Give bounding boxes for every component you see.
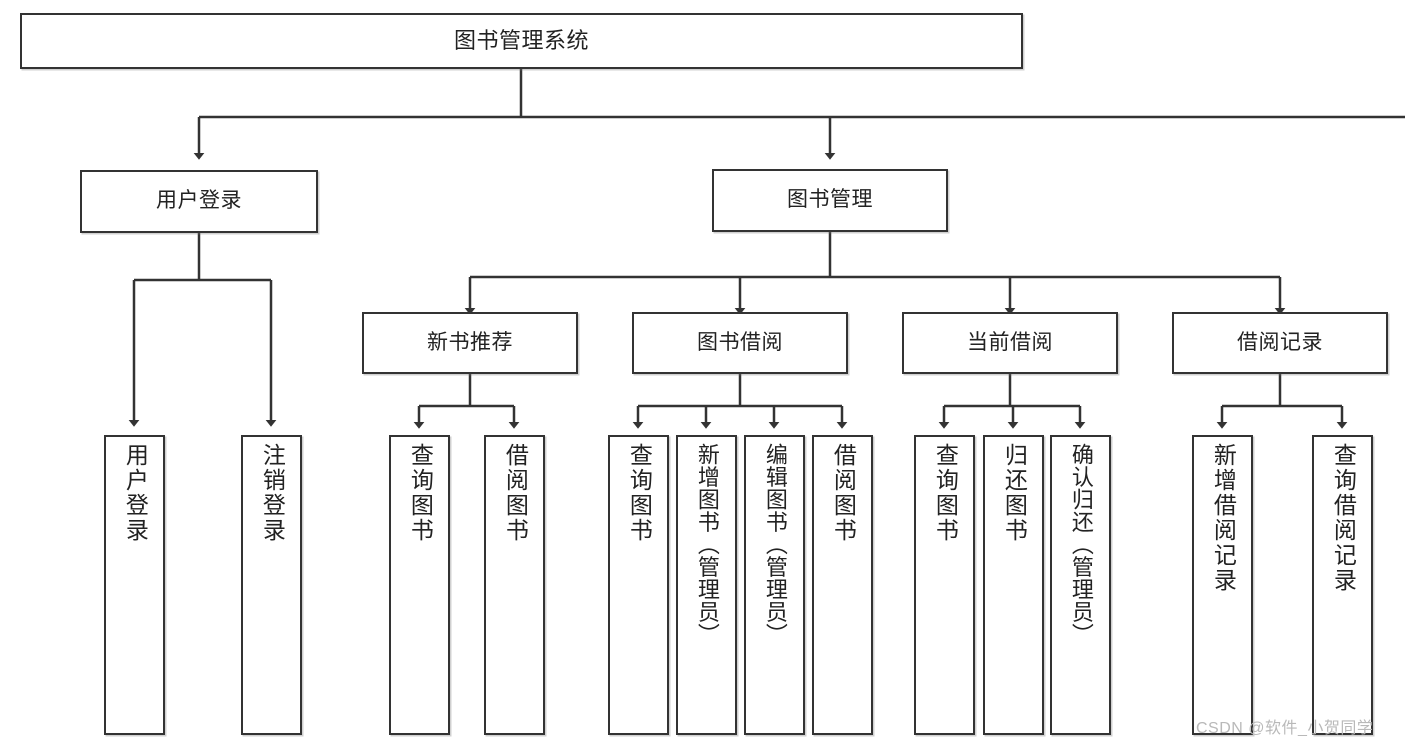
node-leaf-query-book-2[interactable]: 查询图书: [608, 435, 669, 735]
node-book-manage[interactable]: 图书管理: [712, 169, 948, 232]
node-leaf-query-borrow-record[interactable]: 查询借阅记录: [1312, 435, 1373, 735]
node-current-borrow[interactable]: 当前借阅: [902, 312, 1118, 374]
node-leaf-add-borrow-record[interactable]: 新增借阅记录: [1192, 435, 1253, 735]
node-root[interactable]: 图书管理系统: [20, 13, 1023, 69]
node-leaf-query-book-1[interactable]: 查询图书: [389, 435, 450, 735]
watermark: CSDN @软件_小贺同学: [1196, 720, 1374, 737]
node-leaf-return-book-label: 归还图书: [1001, 443, 1028, 543]
node-leaf-logout-login[interactable]: 注销登录: [241, 435, 302, 735]
node-leaf-add-borrow-record-label: 新增借阅记录: [1210, 443, 1237, 593]
node-leaf-borrow-book-2-label: 借阅图书: [830, 443, 857, 543]
node-user-login-label: 用户登录: [156, 189, 242, 213]
node-leaf-edit-book-admin-label: 编辑图书（管理员）: [762, 443, 788, 646]
node-leaf-query-book-3-label: 查询图书: [932, 443, 959, 543]
node-book-manage-label: 图书管理: [787, 188, 873, 212]
node-leaf-borrow-book-1-label: 借阅图书: [502, 443, 529, 543]
node-new-book-recommend-label: 新书推荐: [427, 330, 513, 354]
node-leaf-add-book-admin[interactable]: 新增图书（管理员）: [676, 435, 737, 735]
node-leaf-query-borrow-record-label: 查询借阅记录: [1330, 443, 1357, 593]
node-leaf-query-book-1-label: 查询图书: [407, 443, 434, 543]
node-leaf-user-login[interactable]: 用户登录: [104, 435, 165, 735]
node-new-book-recommend[interactable]: 新书推荐: [362, 312, 578, 374]
node-leaf-logout-login-label: 注销登录: [259, 443, 286, 543]
node-user-login[interactable]: 用户登录: [80, 170, 318, 233]
node-leaf-edit-book-admin[interactable]: 编辑图书（管理员）: [744, 435, 805, 735]
node-borrow-record[interactable]: 借阅记录: [1172, 312, 1388, 374]
node-leaf-confirm-return-admin[interactable]: 确认归还（管理员）: [1050, 435, 1111, 735]
node-root-label: 图书管理系统: [453, 28, 589, 54]
node-leaf-add-book-admin-label: 新增图书（管理员）: [694, 443, 720, 646]
node-leaf-borrow-book-1[interactable]: 借阅图书: [484, 435, 545, 735]
node-leaf-query-book-3[interactable]: 查询图书: [914, 435, 975, 735]
node-borrow-record-label: 借阅记录: [1237, 330, 1323, 354]
node-leaf-return-book[interactable]: 归还图书: [983, 435, 1044, 735]
node-leaf-user-login-label: 用户登录: [122, 443, 149, 543]
node-current-borrow-label: 当前借阅: [967, 330, 1053, 354]
node-leaf-query-book-2-label: 查询图书: [626, 443, 653, 543]
node-book-borrow[interactable]: 图书借阅: [632, 312, 848, 374]
node-leaf-confirm-return-admin-label: 确认归还（管理员）: [1068, 443, 1094, 646]
node-book-borrow-label: 图书借阅: [697, 330, 783, 354]
node-leaf-borrow-book-2[interactable]: 借阅图书: [812, 435, 873, 735]
